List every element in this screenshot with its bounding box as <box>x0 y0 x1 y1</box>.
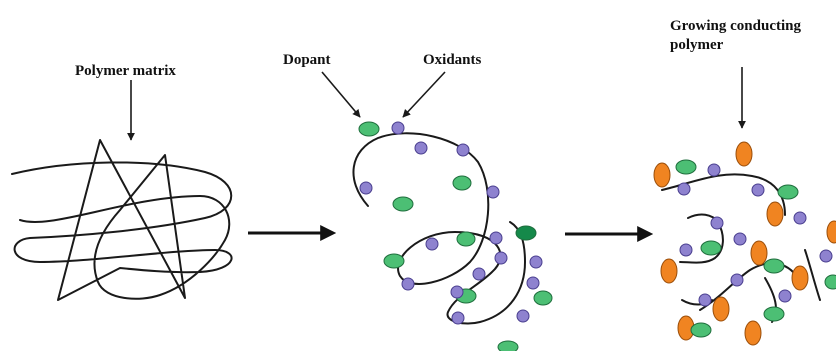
oxidant-particle <box>486 185 500 199</box>
growing-label-line1: Growing conducting <box>670 18 801 34</box>
dopant-particle <box>690 322 712 338</box>
dopant-label: Dopant <box>283 52 331 68</box>
oxidant-particle <box>529 255 543 269</box>
polymer-unit <box>750 240 768 266</box>
oxidant-particle <box>489 231 503 245</box>
oxidant-particle <box>526 276 540 290</box>
oxidant-particle <box>733 232 747 246</box>
oxidant-particle <box>793 211 807 225</box>
panel-polymer-matrix: Polymer matrix <box>11 63 233 301</box>
oxidant-particle <box>710 216 724 230</box>
polymer-unit-group <box>653 141 836 346</box>
dopant-particle-dark <box>515 225 537 241</box>
oxidant-particle <box>730 273 744 287</box>
dopant-particle <box>763 258 785 274</box>
dopant-particle <box>456 231 476 247</box>
polymer-unit <box>735 141 753 167</box>
oxidant-particle <box>451 311 465 325</box>
oxidant-particle <box>401 277 415 291</box>
panel-doping: Dopant Oxidants <box>283 52 553 351</box>
dopant-particle <box>777 184 799 200</box>
polymer-chain-segment <box>661 173 786 216</box>
polymer-unit <box>826 220 836 244</box>
polymer-chain-segment <box>679 213 724 264</box>
dopant-particle <box>533 290 553 306</box>
polymer-matrix-tangle <box>11 139 233 301</box>
polymer-chain-segment <box>699 262 801 311</box>
polymer-unit <box>653 162 671 188</box>
oxidant-particle <box>778 289 792 303</box>
polymer-unit <box>791 265 809 291</box>
oxidants-pointer-arrow <box>402 71 446 118</box>
dopant-particle <box>383 253 405 269</box>
oxidant-particle <box>677 182 691 196</box>
growing-label-line2: polymer <box>670 37 724 53</box>
oxidant-particle <box>391 121 405 135</box>
doping-chain <box>352 132 526 325</box>
oxidant-particle <box>456 143 470 157</box>
oxidants-label: Oxidants <box>423 52 482 68</box>
dopant-particle <box>675 159 697 175</box>
dopant-particle <box>497 340 519 351</box>
polymer-unit <box>712 296 730 322</box>
oxidant-particle <box>450 285 464 299</box>
polymer-unit <box>766 201 784 227</box>
oxidant-particle <box>494 251 508 265</box>
oxidant-particle <box>679 243 693 257</box>
oxidant-particle <box>414 141 428 155</box>
dopant-particle <box>452 175 472 191</box>
oxidant-particle <box>472 267 486 281</box>
oxidant-particle <box>359 181 373 195</box>
oxidant-group <box>677 163 833 307</box>
panel-growing-polymer: Growing conducting polymer <box>653 18 836 346</box>
dopant-pointer-arrow <box>321 71 361 118</box>
oxidant-group <box>359 121 543 325</box>
polymer-matrix-label: Polymer matrix <box>75 63 176 79</box>
oxidant-particle <box>425 237 439 251</box>
oxidant-particle <box>751 183 765 197</box>
oxidant-particle <box>698 293 712 307</box>
dopant-particle <box>824 274 836 290</box>
dopant-particle <box>392 196 414 212</box>
dopant-particle <box>700 240 722 256</box>
polymer-unit <box>744 320 762 346</box>
dopant-particle <box>763 306 785 322</box>
dopant-particle <box>358 121 380 137</box>
oxidant-particle <box>516 309 530 323</box>
polymer-chain-segment <box>804 249 821 301</box>
oxidant-particle <box>707 163 721 177</box>
dopant-group <box>675 159 836 338</box>
polymer-unit <box>660 258 678 284</box>
oxidant-particle <box>819 249 833 263</box>
